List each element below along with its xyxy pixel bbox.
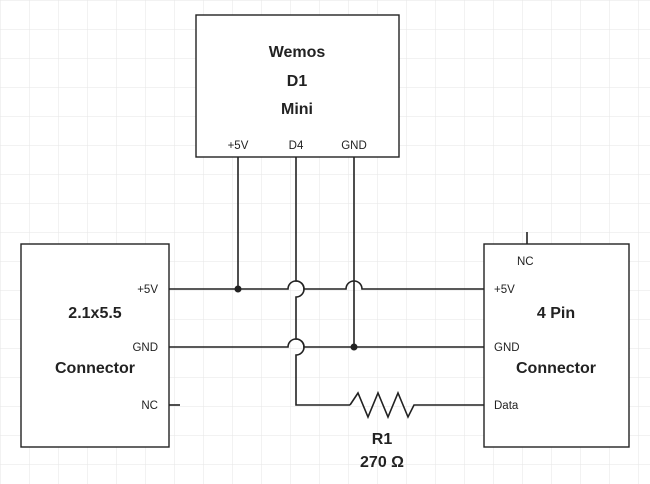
wire-gnd-horizontal	[169, 338, 484, 348]
wemos-pin-d4: D4	[289, 140, 304, 152]
right-connector-pin-nc: NC	[517, 256, 534, 268]
wemos-module: Wemos D1 Mini +5V D4 GND	[195, 14, 400, 158]
wemos-title-line-2: D1	[287, 73, 308, 90]
resistor-label: R1	[372, 431, 393, 448]
wire-5v-horizontal	[169, 280, 484, 290]
left-connector-pin-5v: +5V	[137, 284, 158, 296]
wemos-title-line-3: Mini	[281, 101, 313, 118]
resistor-r1-symbol	[349, 390, 484, 420]
left-connector-pin-nc: NC	[141, 400, 158, 412]
wires	[169, 157, 528, 420]
right-connector-pin-data: Data	[494, 400, 519, 412]
left-connector-title-line-2: Connector	[55, 360, 135, 377]
wemos-pin-gnd: GND	[341, 140, 367, 152]
right-connector-pin-5v: +5V	[494, 284, 515, 296]
resistor-labels: R1 270 Ω	[360, 431, 404, 471]
junction-dot-gnd	[350, 343, 358, 351]
junction-dot-5v	[234, 285, 242, 293]
wemos-pin-5v: +5V	[228, 140, 249, 152]
left-connector-title-line-1: 2.1x5.5	[68, 305, 121, 322]
wemos-box	[195, 14, 400, 158]
right-connector-title-line-1: 4 Pin	[537, 305, 575, 322]
right-connector: 4 Pin Connector NC +5V GND Data	[483, 243, 630, 448]
left-connector: 2.1x5.5 Connector +5V GND NC	[20, 243, 170, 448]
left-connector-pin-gnd: GND	[132, 342, 158, 354]
right-connector-box	[483, 243, 630, 448]
right-connector-title-line-2: Connector	[516, 360, 596, 377]
resistor-value: 270 Ω	[360, 454, 404, 471]
left-connector-box	[20, 243, 170, 448]
wemos-title-line-1: Wemos	[269, 44, 326, 61]
right-connector-pin-gnd: GND	[494, 342, 520, 354]
